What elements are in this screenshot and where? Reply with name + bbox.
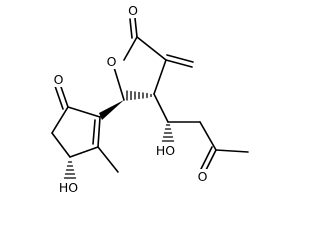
bond-c2-carbonyl-1 xyxy=(134,17,138,38)
bond-c3-c4 xyxy=(153,59,167,95)
bond-c3p-c2p-2 xyxy=(92,119,96,145)
bond-c3p-methyl xyxy=(97,146,119,173)
stereo-hash-c1s-oh xyxy=(161,124,175,142)
bond-c2-carbonyl-2 xyxy=(129,18,133,39)
bond-c2p-c1p xyxy=(67,106,101,118)
bond-methylene-1 xyxy=(165,59,193,68)
bond-c2-o1 xyxy=(123,36,138,61)
bond-c5p-c4p xyxy=(51,132,71,158)
bond-c4-c1s xyxy=(153,93,169,123)
atom-label-lactone-carbonyl-o: O xyxy=(128,3,138,18)
bond-c2-c3 xyxy=(136,36,167,61)
atom-label-ketone-o: O xyxy=(198,169,208,184)
bond-o1-c5 xyxy=(112,63,125,101)
stereo-hash-c4-c5 xyxy=(126,90,152,101)
molecule-structure: O O O HO O HO xyxy=(51,3,249,195)
bond-ketone-2 xyxy=(200,146,213,170)
bond-c2s-c3s xyxy=(199,121,217,151)
bond-c1p-carbonyl-2 xyxy=(54,85,64,110)
bond-c4p-c3p xyxy=(69,146,99,158)
stereo-wedge-c5-c2p xyxy=(99,100,124,120)
atom-label-ring-hydroxyl: HO xyxy=(59,180,78,195)
bond-c1p-c5p xyxy=(51,106,69,134)
bond-c1p-carbonyl-1 xyxy=(59,83,69,108)
atom-label-side-chain-hydroxyl: HO xyxy=(156,143,175,158)
stereo-hash-c4p-oh xyxy=(63,161,77,179)
bond-methylene-2 xyxy=(166,54,194,63)
bond-c3s-methyl xyxy=(215,149,249,153)
cyclopentenone-ring xyxy=(51,83,119,173)
atom-label-cyclopentenone-o: O xyxy=(54,72,64,87)
atom-label-ring-oxygen: O xyxy=(107,54,117,69)
bond-ketone-1 xyxy=(204,149,217,173)
side-chain xyxy=(153,93,249,173)
bond-c3p-c2p-1 xyxy=(97,116,101,148)
lactone-ring xyxy=(112,17,194,101)
